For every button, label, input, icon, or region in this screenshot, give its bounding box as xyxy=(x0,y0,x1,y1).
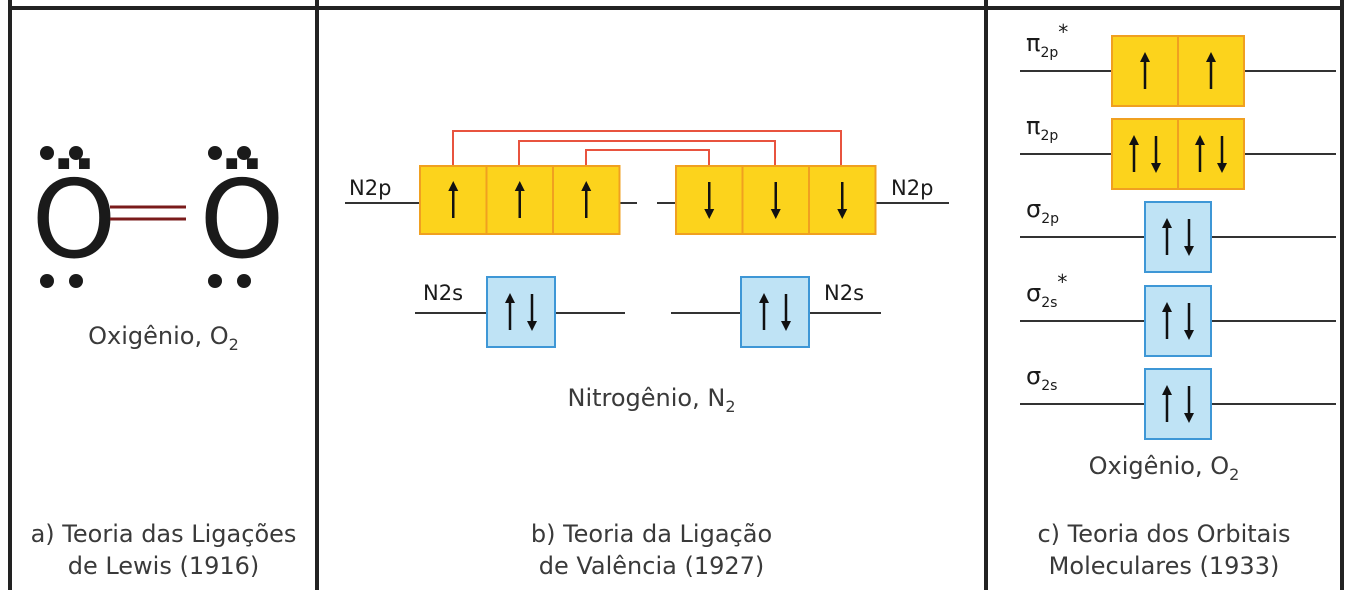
lone-pair-dot xyxy=(237,274,251,288)
molecule-subscript: 2 xyxy=(1229,464,1240,484)
panel-divider-2 xyxy=(984,0,988,590)
caption-line-1: b) Teoria da Ligação xyxy=(530,520,773,548)
frame-left-border xyxy=(8,0,12,590)
spin-up-arrow xyxy=(581,181,592,218)
left-n2p-orbitals xyxy=(419,165,621,235)
lewis-molecule-name: Oxigênio, O2 xyxy=(12,322,315,354)
spin-up-arrow xyxy=(1162,218,1172,255)
caption-line-2: Moleculares (1933) xyxy=(1048,552,1280,580)
molecule-name-text: Oxigênio, O xyxy=(1088,452,1230,480)
orbital-box xyxy=(1111,118,1179,190)
spin-down-arrow xyxy=(781,294,791,331)
mo-energy-level: σ2s* xyxy=(1020,270,1336,357)
lone-pair-dot xyxy=(69,274,83,288)
orbital-box xyxy=(1144,368,1212,440)
orbital-box xyxy=(740,276,810,348)
lewis-atom-left: Ö xyxy=(31,158,116,283)
mo-level-label: π2p* xyxy=(1026,20,1068,61)
molecule-subscript: 2 xyxy=(725,396,736,416)
orbital-box xyxy=(675,165,744,235)
orbital-overlap-connector xyxy=(518,140,776,166)
mo-caption: c) Teoria dos Orbitais Moleculares (1933… xyxy=(988,518,1340,582)
lone-pair-dot xyxy=(237,146,251,160)
spin-down-arrow xyxy=(527,294,537,331)
panel-valence-bond: N2p N2p N2s N2s Nitrogênio, N2 b) Teoria… xyxy=(319,0,984,590)
caption-line-1: c) Teoria dos Orbitais xyxy=(1037,520,1291,548)
vb-molecule-name: Nitrogênio, N2 xyxy=(319,384,984,416)
panel-lewis: Ö Ö Oxigênio, O2 a) Teoria das Ligações … xyxy=(12,0,315,590)
orbital-overlap-connector xyxy=(452,130,842,166)
left-n2s-orbital xyxy=(486,276,556,348)
frame-top-border xyxy=(8,6,1344,10)
mo-level-label: σ2s xyxy=(1026,362,1057,394)
lone-pair-dot xyxy=(69,146,83,160)
molecule-subscript: 2 xyxy=(228,334,239,354)
spin-up-arrow xyxy=(1162,302,1172,339)
right-n2p-orbitals xyxy=(675,165,877,235)
left-n2s-label: N2s xyxy=(423,281,463,305)
spin-up-arrow xyxy=(1206,52,1216,89)
lewis-atom-right: Ö xyxy=(199,158,284,283)
valence-bond-diagram: N2p N2p N2s N2s xyxy=(345,130,949,348)
lewis-structure: Ö Ö xyxy=(31,146,285,288)
molecule-name-text: Nitrogênio, N xyxy=(567,384,726,412)
spin-down-arrow xyxy=(1184,386,1194,423)
mo-energy-level: σ2p xyxy=(1020,195,1336,273)
orbital-overlap-connector xyxy=(585,149,710,166)
lone-pair-dot xyxy=(40,274,54,288)
mo-level-label: σ2p xyxy=(1026,195,1059,227)
lone-pair-dot xyxy=(208,274,222,288)
spin-up-arrow xyxy=(1162,385,1172,422)
spin-up-arrow xyxy=(448,181,459,218)
orbital-box xyxy=(741,165,810,235)
lone-pair-dot xyxy=(208,146,222,160)
orbital-box xyxy=(1177,118,1245,190)
right-n2s-orbital xyxy=(740,276,810,348)
vb-caption: b) Teoria da Ligação de Valência (1927) xyxy=(319,518,984,582)
mo-level-label: π2p xyxy=(1026,112,1058,144)
orbital-box xyxy=(1144,285,1212,357)
label-backdrop xyxy=(887,176,949,202)
mo-molecule-name: Oxigênio, O2 xyxy=(988,452,1340,484)
mo-energy-level: σ2s xyxy=(1020,362,1336,440)
spin-down-arrow xyxy=(1184,219,1194,256)
caption-line-1: a) Teoria das Ligações xyxy=(30,520,297,548)
mo-level-label: σ2s* xyxy=(1026,270,1067,311)
spin-down-arrow xyxy=(1217,136,1227,173)
spin-up-arrow xyxy=(1195,135,1205,172)
label-backdrop xyxy=(345,176,407,202)
orbital-box xyxy=(1144,201,1212,273)
spin-down-arrow xyxy=(770,182,781,219)
mo-energy-level: π2p* xyxy=(1020,20,1336,107)
panel-molecular-orbital: π2p* π2p σ2p σ2s* σ2s Oxigênio, O2 c) Teoria… xyxy=(988,0,1340,590)
right-n2p-label: N2p xyxy=(891,176,933,200)
orbital-box xyxy=(486,276,556,348)
mo-energy-level: π2p xyxy=(1020,112,1336,190)
spin-down-arrow xyxy=(837,182,848,219)
frame-right-border xyxy=(1340,0,1344,590)
spin-up-arrow xyxy=(1129,135,1139,172)
spin-up-arrow xyxy=(759,293,769,330)
spin-down-arrow xyxy=(1151,136,1161,173)
spin-up-arrow xyxy=(1140,52,1150,89)
lone-pair-dot xyxy=(40,146,54,160)
molecule-name-text: Oxigênio, O xyxy=(88,322,229,350)
caption-line-2: de Lewis (1916) xyxy=(67,552,260,580)
spin-down-arrow xyxy=(704,182,715,219)
left-n2p-label: N2p xyxy=(349,176,391,200)
caption-line-2: de Valência (1927) xyxy=(538,552,765,580)
right-n2s-label: N2s xyxy=(824,281,864,305)
molecular-orbital-diagram: π2p* π2p σ2p σ2s* σ2s xyxy=(1020,20,1336,440)
panel-divider-1 xyxy=(315,0,319,590)
spin-down-arrow xyxy=(1184,303,1194,340)
spin-up-arrow xyxy=(505,293,515,330)
lewis-caption: a) Teoria das Ligações de Lewis (1916) xyxy=(12,518,315,582)
spin-up-arrow xyxy=(514,181,525,218)
